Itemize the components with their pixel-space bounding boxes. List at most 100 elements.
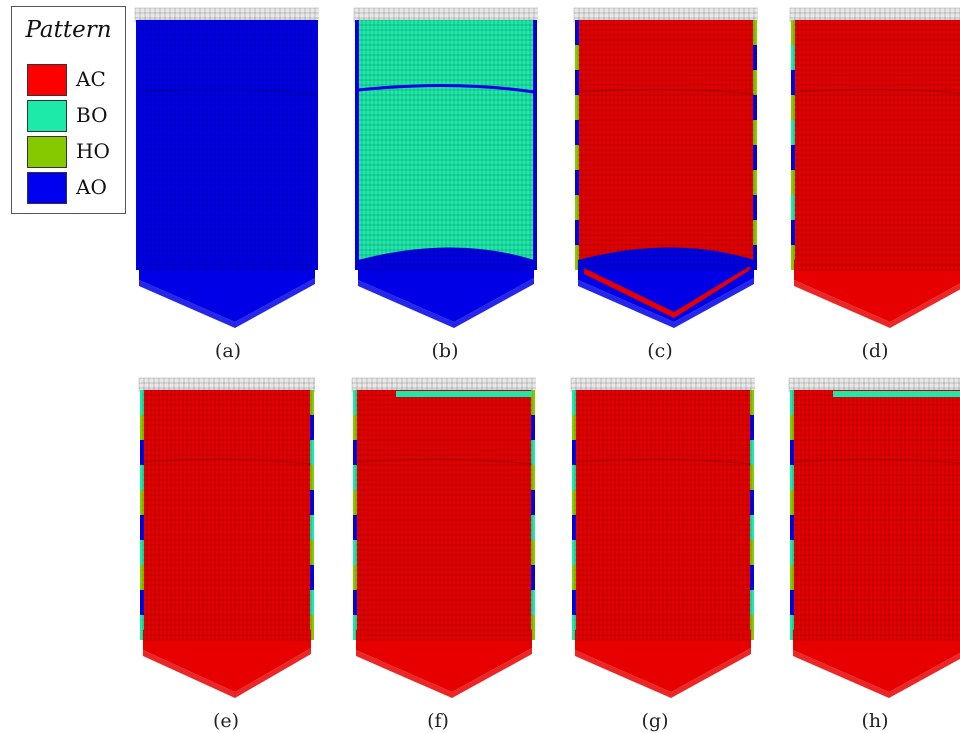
base-front-face: [793, 650, 960, 698]
left-edge-segment: [140, 390, 144, 415]
panel-d-figure: [789, 7, 960, 328]
left-edge-segment: [355, 245, 359, 270]
right-edge-segment: [531, 415, 535, 440]
right-edge-segment: [533, 20, 537, 45]
top-bo-strip: [833, 391, 960, 397]
panel-e-caption: (e): [212, 710, 240, 732]
legend-label-ho: HO: [76, 139, 110, 163]
right-edge-segment: [310, 490, 314, 515]
legend-label-ao: AO: [76, 175, 107, 199]
left-edge-segment: [140, 415, 144, 440]
wall-mesh-lines: [357, 19, 535, 271]
right-edge-segment: [310, 415, 314, 440]
wall-mesh-lines: [142, 389, 312, 641]
ring-line: [574, 458, 752, 465]
right-edge-segment: [750, 415, 754, 440]
silo-base: [358, 247, 534, 322]
panel-c-caption: (c): [647, 340, 673, 362]
right-edge-segment: [750, 390, 754, 415]
left-edge-segment: [140, 565, 144, 590]
right-edge-segment: [533, 120, 537, 145]
mesh-cap: [571, 378, 755, 392]
left-edge-segment: [140, 615, 144, 640]
legend-swatch-ac: [27, 64, 67, 96]
left-edge-segment: [791, 70, 795, 95]
panel-f-caption: (f): [427, 710, 449, 732]
left-edge-segment: [355, 145, 359, 170]
right-edge-segment: [750, 565, 754, 590]
base-front-face: [578, 278, 754, 328]
legend-label-bo: BO: [76, 103, 108, 127]
left-edge-segment: [791, 245, 795, 270]
legend-entry-bo: BO: [27, 100, 119, 132]
mesh-cap: [135, 8, 319, 22]
left-edge-segment: [790, 415, 794, 440]
left-edge-segment: [575, 120, 579, 145]
panel-h-figure: [788, 377, 960, 698]
left-edge-segment: [572, 465, 576, 490]
mesh-cap: [352, 378, 536, 392]
silo-wall: [143, 390, 311, 640]
mesh-cap: [139, 378, 315, 392]
left-edge-segment: [572, 415, 576, 440]
left-edge-segment: [572, 490, 576, 515]
right-edge-segment: [310, 515, 314, 540]
left-edge-segment: [355, 20, 359, 45]
silo-base: [356, 617, 532, 692]
right-edge-segment: [531, 540, 535, 565]
left-edge-segment: [353, 440, 357, 465]
legend-swatch-bo: [27, 100, 67, 132]
left-edge-segment: [575, 95, 579, 120]
panel-g-caption: (g): [641, 710, 669, 732]
left-edge-segment: [355, 195, 359, 220]
left-edge-segment: [790, 440, 794, 465]
right-edge-segment: [314, 195, 318, 220]
silo-wall: [356, 390, 532, 640]
left-edge-segment: [575, 145, 579, 170]
left-edge-segment: [136, 120, 140, 145]
right-edge-segment: [310, 540, 314, 565]
right-edge-segment: [753, 220, 757, 245]
left-edge-segment: [136, 45, 140, 70]
top-bo-strip: [396, 391, 532, 397]
left-edge-segment: [572, 615, 576, 640]
mesh-cap-lines: [570, 377, 755, 392]
right-edge-segment: [310, 440, 314, 465]
mesh-cap: [354, 8, 538, 22]
right-edge-segment: [753, 170, 757, 195]
right-edge-segment: [750, 515, 754, 540]
ring-line: [793, 88, 960, 94]
left-edge-segment: [140, 465, 144, 490]
mesh-cap-lines: [353, 7, 538, 22]
wall-mesh-lines: [577, 19, 755, 271]
silo-wall: [794, 20, 960, 270]
right-edge-segment: [310, 465, 314, 490]
left-edge-segment: [572, 565, 576, 590]
right-edge-segment: [750, 440, 754, 465]
right-edge-segment: [750, 540, 754, 565]
left-edge-segment: [355, 45, 359, 70]
legend-entry-ac: AC: [27, 64, 119, 96]
left-edge-segment: [140, 540, 144, 565]
left-edge-segment: [575, 245, 579, 270]
left-edge-segment: [790, 390, 794, 415]
left-edge-segment: [791, 220, 795, 245]
wall-mesh-lines: [792, 389, 960, 641]
ring-band: [357, 83, 535, 94]
right-edge-segment: [531, 390, 535, 415]
left-edge-segment: [353, 565, 357, 590]
legend-swatch-ao: [27, 172, 67, 204]
right-edge-segment: [533, 95, 537, 120]
wall-mesh-lines: [574, 389, 752, 641]
right-edge-segment: [314, 220, 318, 245]
left-edge-segment: [355, 220, 359, 245]
left-edge-segment: [791, 45, 795, 70]
left-edge-segment: [355, 170, 359, 195]
panel-h-caption: (h): [861, 710, 889, 732]
right-edge-segment: [533, 195, 537, 220]
left-edge-segment: [791, 170, 795, 195]
mesh-cap-lines: [573, 7, 758, 22]
left-edge-segment: [140, 515, 144, 540]
right-edge-segment: [531, 490, 535, 515]
left-edge-segment: [136, 70, 140, 95]
